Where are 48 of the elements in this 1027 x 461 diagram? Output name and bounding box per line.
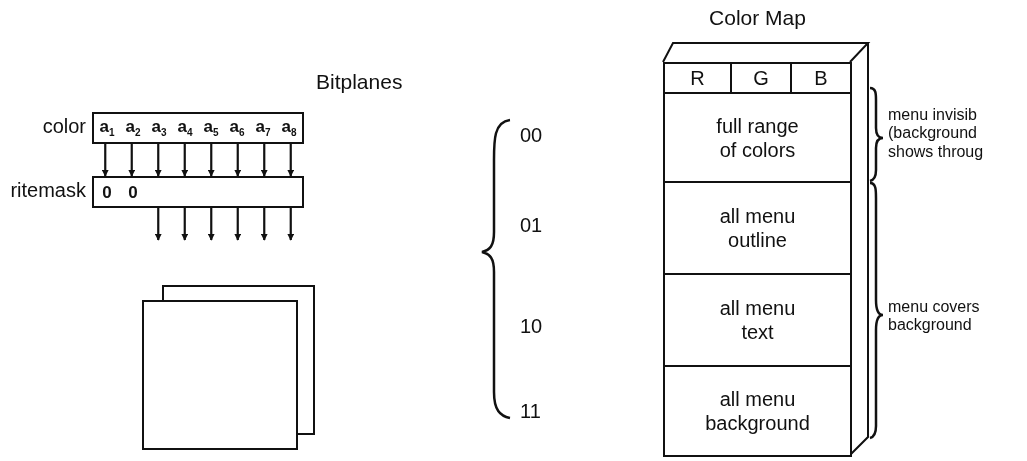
map-entry — [663, 273, 852, 367]
arrow — [181, 144, 189, 177]
arrow — [101, 144, 109, 177]
arrow — [260, 144, 268, 177]
register-box — [92, 176, 304, 208]
annotation-text: menu invisib (background shows throug — [888, 106, 985, 162]
arrow — [287, 208, 295, 241]
register-box — [92, 112, 304, 144]
bit-text: a$_{4}$ — [176, 117, 194, 139]
bit-text: a$_{1}$ — [98, 117, 116, 139]
bitplane-sheet — [142, 300, 298, 450]
arrow — [234, 144, 242, 177]
panel-title: Bitplanes — [316, 70, 404, 95]
arrow — [207, 208, 215, 241]
map-entry — [663, 365, 852, 457]
entry-text: G — [753, 66, 769, 90]
bit-value: 00 — [520, 124, 544, 147]
arrow — [154, 144, 162, 177]
arrow — [128, 144, 136, 177]
arrow — [234, 208, 242, 241]
map-entry — [663, 181, 852, 275]
arrow — [154, 208, 162, 241]
register-label: color — [41, 114, 86, 138]
annotation-text: menu covers background — [888, 298, 981, 335]
map-entry — [663, 92, 852, 183]
bit-value: 01 — [520, 214, 544, 237]
bit-value: 10 — [520, 315, 544, 338]
bit-value: 11 — [520, 400, 542, 423]
arrow — [287, 144, 295, 177]
bit-text: a$_{7}$ — [254, 117, 272, 139]
map-title: Color Map — [708, 6, 807, 30]
register-label: ritemask — [9, 178, 86, 202]
bit-text: a$_{5}$ — [202, 117, 220, 139]
bit-text: a$_{8}$ — [280, 117, 298, 139]
arrow — [260, 208, 268, 241]
bit-text: a$_{6}$ — [228, 117, 246, 139]
bit-text: 0 — [127, 183, 139, 201]
entry-text: full range of colors — [715, 113, 800, 162]
entry-text: all menu text — [718, 296, 797, 344]
bit-text: a$_{2}$ — [124, 117, 142, 139]
entry-text: B — [814, 66, 828, 90]
bit-text: a$_{3}$ — [150, 117, 168, 139]
entry-text: R — [690, 66, 705, 90]
arrow — [181, 208, 189, 241]
bit-text: 0 — [101, 183, 113, 201]
entry-text: all menu outline — [718, 204, 797, 252]
arrow — [207, 144, 215, 177]
entry-text: all menu background — [704, 387, 811, 435]
